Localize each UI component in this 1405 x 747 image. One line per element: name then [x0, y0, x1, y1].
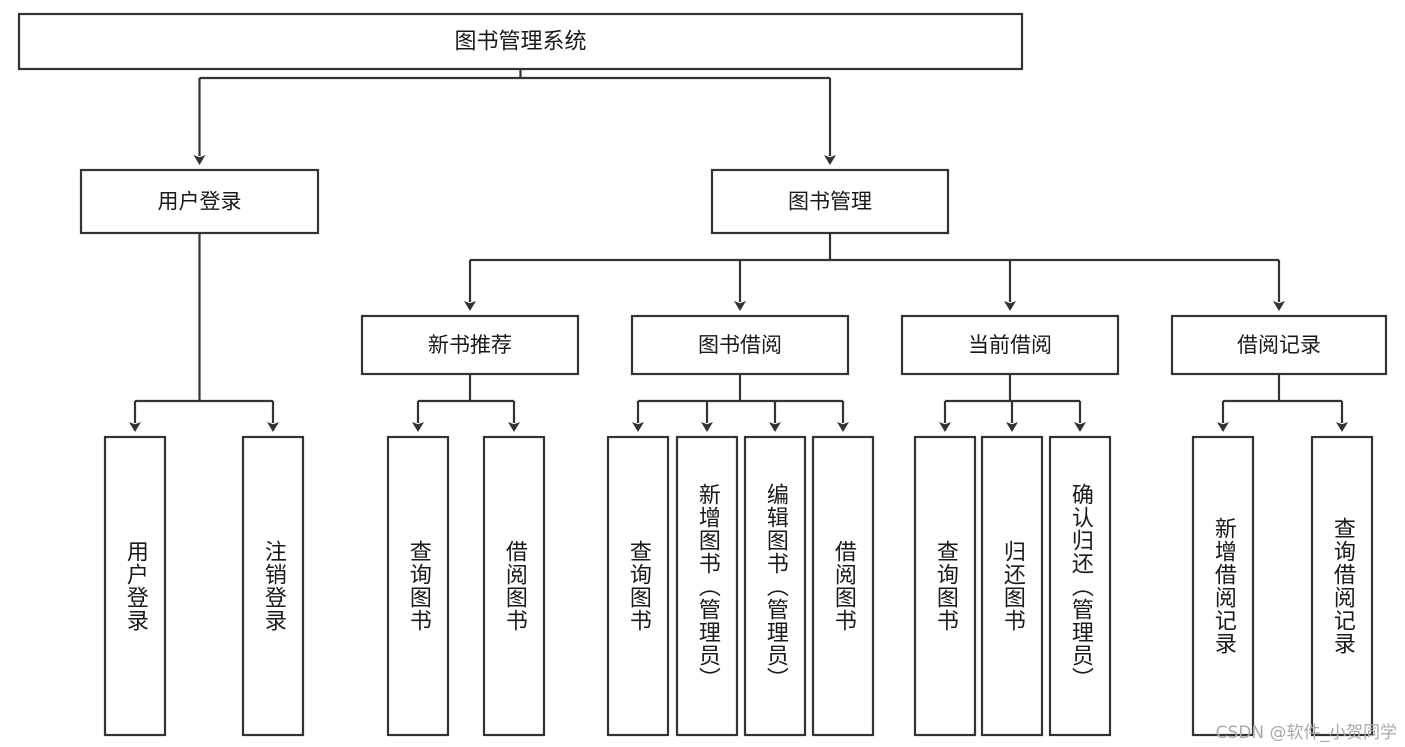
node-leaf-add-book-box[interactable] [675, 435, 739, 737]
node-new-book-recommend[interactable]: 新书推荐 [360, 314, 580, 376]
node-leaf-confirm-return-box[interactable] [1048, 435, 1112, 737]
node-leaf-borrow-book-2[interactable] [811, 435, 875, 737]
node-leaf-return-book[interactable] [980, 435, 1044, 737]
node-leaf-query-record[interactable] [1310, 435, 1374, 737]
node-leaf-edit-book-box[interactable] [743, 435, 807, 737]
node-book-manage[interactable]: 图书管理 [710, 168, 950, 235]
node-leaf-query-record-box[interactable] [1310, 435, 1374, 737]
node-user-login-box[interactable] [79, 168, 320, 235]
node-leaf-query-book-2-box[interactable] [606, 435, 670, 737]
node-leaf-query-book-2[interactable] [606, 435, 670, 737]
node-user-login-label: 用户登录 [158, 190, 242, 214]
connector-layer [129, 69, 1348, 432]
node-book-borrow[interactable]: 图书借阅 [630, 314, 850, 376]
node-current-borrow-label: 当前借阅 [968, 333, 1052, 357]
node-leaf-user-login[interactable] [103, 435, 167, 737]
node-book-manage-box[interactable] [710, 168, 950, 235]
node-book-borrow-label: 图书借阅 [698, 333, 782, 357]
node-root-label: 图书管理系统 [454, 30, 586, 55]
node-current-borrow[interactable]: 当前借阅 [900, 314, 1120, 376]
node-current-borrow-box[interactable] [900, 314, 1120, 376]
node-book-borrow-box[interactable] [630, 314, 850, 376]
node-user-login[interactable]: 用户登录 [79, 168, 320, 235]
node-leaf-query-book-1-box[interactable] [386, 435, 450, 737]
node-leaf-add-record-box[interactable] [1191, 435, 1255, 737]
node-leaf-add-book[interactable] [675, 435, 739, 737]
node-borrow-record[interactable]: 借阅记录 [1170, 314, 1388, 376]
node-leaf-return-book-box[interactable] [980, 435, 1044, 737]
node-leaf-add-record[interactable] [1191, 435, 1255, 737]
node-leaf-logout-login-box[interactable] [241, 435, 305, 737]
node-root[interactable]: 图书管理系统 [17, 12, 1024, 71]
node-new-book-recommend-label: 新书推荐 [428, 333, 512, 357]
node-leaf-logout-login[interactable] [241, 435, 305, 737]
node-leaf-borrow-book-1[interactable] [482, 435, 546, 737]
node-leaf-confirm-return[interactable] [1048, 435, 1112, 737]
watermark-text: CSDN @软件_小贺同学 [1215, 723, 1397, 743]
node-new-book-recommend-box[interactable] [360, 314, 580, 376]
node-leaf-borrow-book-2-box[interactable] [811, 435, 875, 737]
node-leaf-user-login-box[interactable] [103, 435, 167, 737]
node-leaf-borrow-book-1-box[interactable] [482, 435, 546, 737]
node-leaf-query-book-1[interactable] [386, 435, 450, 737]
node-root-box[interactable] [17, 12, 1024, 71]
node-leaf-edit-book[interactable] [743, 435, 807, 737]
node-borrow-record-label: 借阅记录 [1237, 333, 1321, 357]
node-book-manage-label: 图书管理 [788, 190, 872, 214]
node-leaf-query-book-3-box[interactable] [913, 435, 977, 737]
node-leaf-query-book-3[interactable] [913, 435, 977, 737]
node-borrow-record-box[interactable] [1170, 314, 1388, 376]
